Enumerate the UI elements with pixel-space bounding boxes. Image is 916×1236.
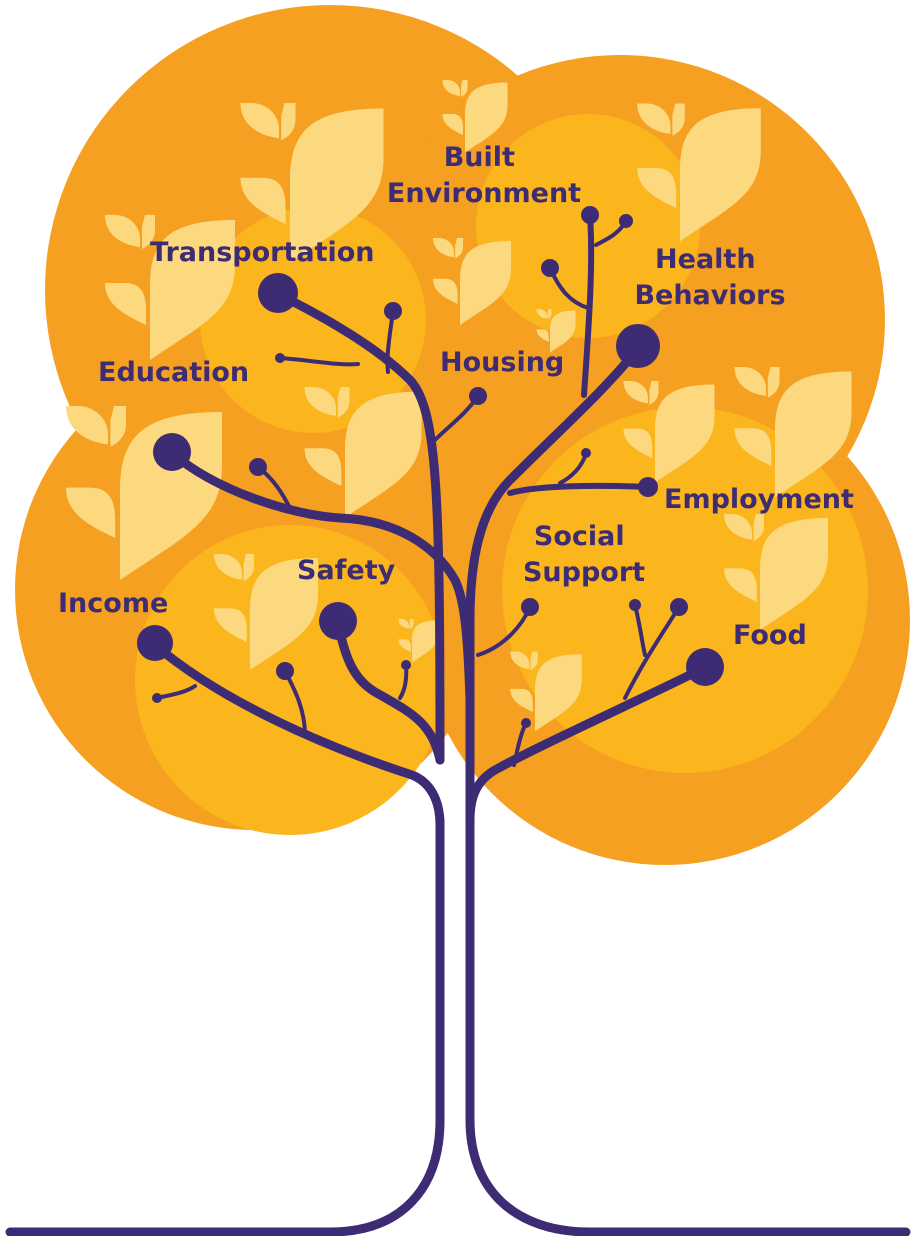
branch-node-icon (541, 259, 559, 277)
branch-node-icon (581, 448, 591, 458)
branch-node-icon (258, 273, 298, 313)
branch-node-icon (629, 599, 641, 611)
branch-node-icon (638, 477, 658, 497)
branch-nodes (137, 206, 724, 728)
branch-node-icon (153, 433, 191, 471)
branch-health-behaviors (581, 212, 595, 398)
branch-transportation (275, 290, 445, 765)
trunk-right (465, 815, 911, 1236)
labels: Built Environment Transportation Health … (58, 142, 854, 651)
branch-node-icon (521, 598, 539, 616)
canopy-inner-employment (502, 407, 868, 773)
branch-node-icon (137, 625, 173, 661)
branch-node-icon (469, 387, 487, 405)
branch-node-icon (401, 660, 411, 670)
label-food: Food (733, 620, 807, 651)
tree-structure (5, 212, 911, 1236)
branch-node-icon (249, 458, 267, 476)
branch-education (167, 448, 475, 705)
branch-employment (507, 482, 651, 496)
branch-node-icon (686, 648, 724, 686)
branch-node-icon (152, 693, 162, 703)
label-social-support: Social Support (523, 521, 645, 588)
label-employment: Employment (664, 484, 854, 515)
branch-central (465, 343, 643, 825)
branch-node-icon (616, 324, 660, 368)
label-education: Education (98, 357, 249, 388)
branch-node-icon (384, 302, 402, 320)
label-safety: Safety (297, 555, 396, 586)
twig (278, 356, 360, 367)
branch-node-icon (319, 602, 357, 640)
branch-node-icon (276, 662, 294, 680)
branch-node-icon (521, 718, 531, 728)
branch-node-icon (275, 353, 285, 363)
branch-income (150, 640, 445, 830)
label-income: Income (58, 588, 168, 619)
label-transportation: Transportation (150, 237, 375, 268)
trunk-left (5, 815, 445, 1236)
label-built-environment: Built Environment (387, 142, 581, 209)
label-housing: Housing (440, 347, 564, 378)
branch-node-icon (670, 598, 688, 616)
branch-safety (333, 617, 445, 765)
branch-node-icon (581, 206, 599, 224)
canopy-inner-transportation (200, 207, 426, 433)
label-health-behaviors: Health Behaviors (634, 244, 785, 311)
branch-node-icon (619, 214, 633, 228)
branch-food (465, 663, 709, 825)
